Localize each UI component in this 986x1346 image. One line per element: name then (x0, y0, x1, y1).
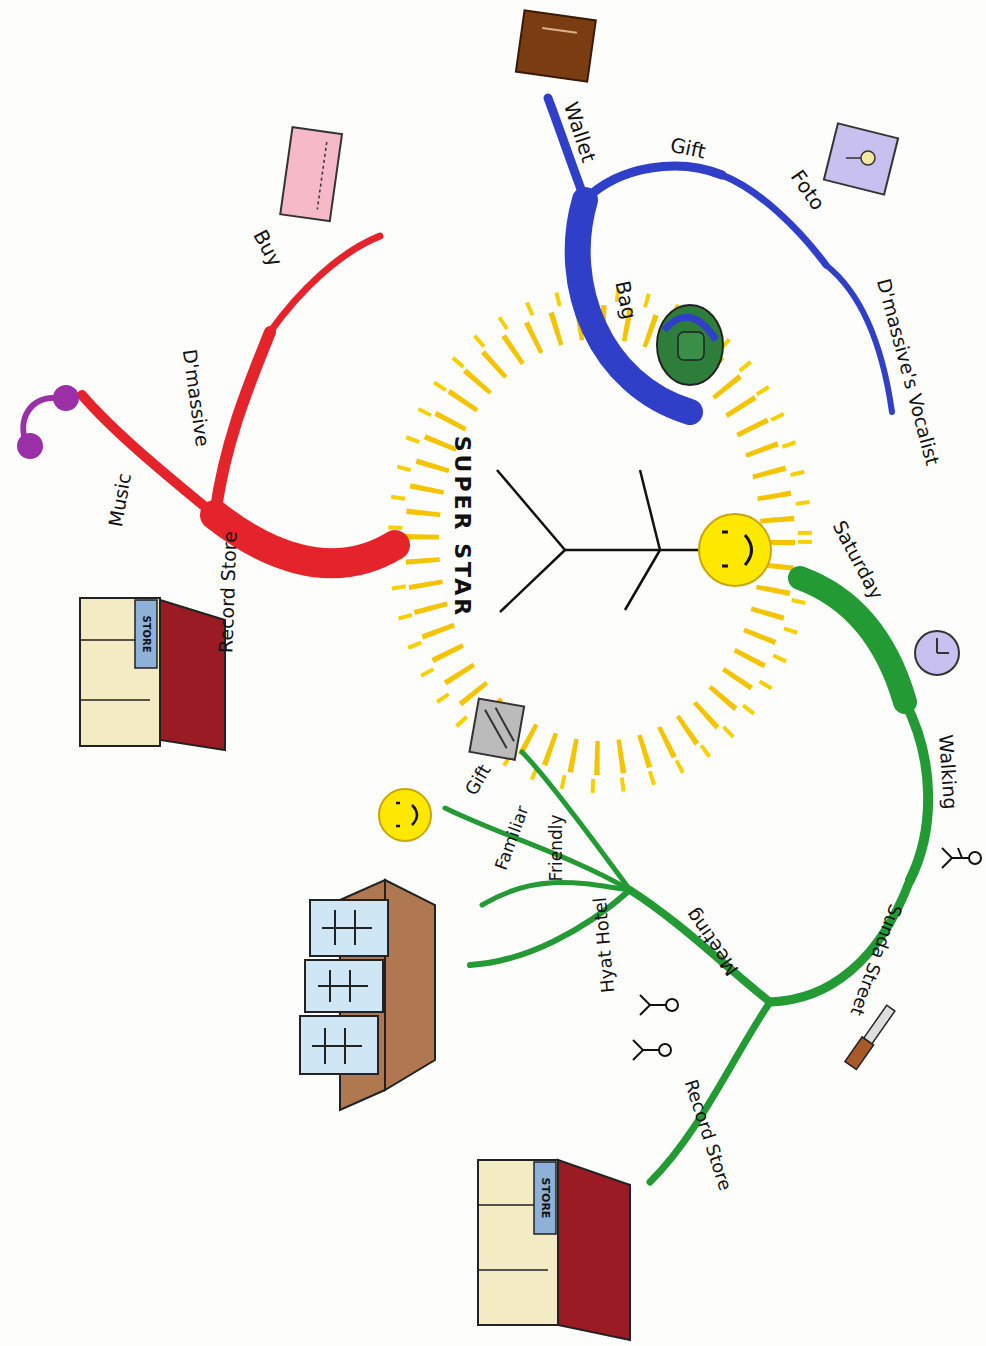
branch-label: Familiar (493, 804, 532, 873)
branch-label: D'massive (180, 348, 212, 448)
hotel-icon (300, 880, 435, 1110)
small-smiley-icon (379, 789, 431, 841)
branch-label: Foto (787, 167, 828, 214)
cd-card-icon (280, 127, 342, 221)
branch-label: Walking (936, 734, 960, 810)
clock-icon (915, 631, 959, 675)
branch-label: STORE (141, 615, 151, 652)
headphones-icon (20, 388, 76, 456)
branch-label: Buy (250, 226, 286, 269)
branch-label: Record Store (216, 531, 239, 653)
bag-icon (657, 305, 723, 385)
branch-label: Music (106, 472, 134, 529)
smiley-head (699, 514, 771, 586)
red-branch (82, 236, 395, 563)
branch-label: Meeting (682, 905, 742, 979)
glow-rays (395, 294, 805, 786)
branch-label: Gift (462, 762, 494, 799)
branch-label: Gift (669, 135, 708, 162)
meeting-figures-icon (633, 995, 678, 1060)
store-icon (478, 1160, 630, 1340)
glow-rays (422, 322, 778, 758)
walker-icon (942, 848, 981, 868)
store-icon (80, 598, 225, 750)
wallet-icon (516, 10, 596, 81)
smiley-face (722, 532, 752, 566)
branch-label: STORE (540, 1178, 551, 1219)
gift-card-icon (469, 699, 524, 760)
branch-label: Hyat Hotel (591, 897, 617, 994)
stick-figure (497, 470, 700, 612)
branch-label: Friendly (548, 814, 565, 881)
branch-label: SUPER STAR (451, 436, 473, 619)
branch-label: Bag (612, 279, 640, 321)
photo-icon (824, 123, 898, 194)
